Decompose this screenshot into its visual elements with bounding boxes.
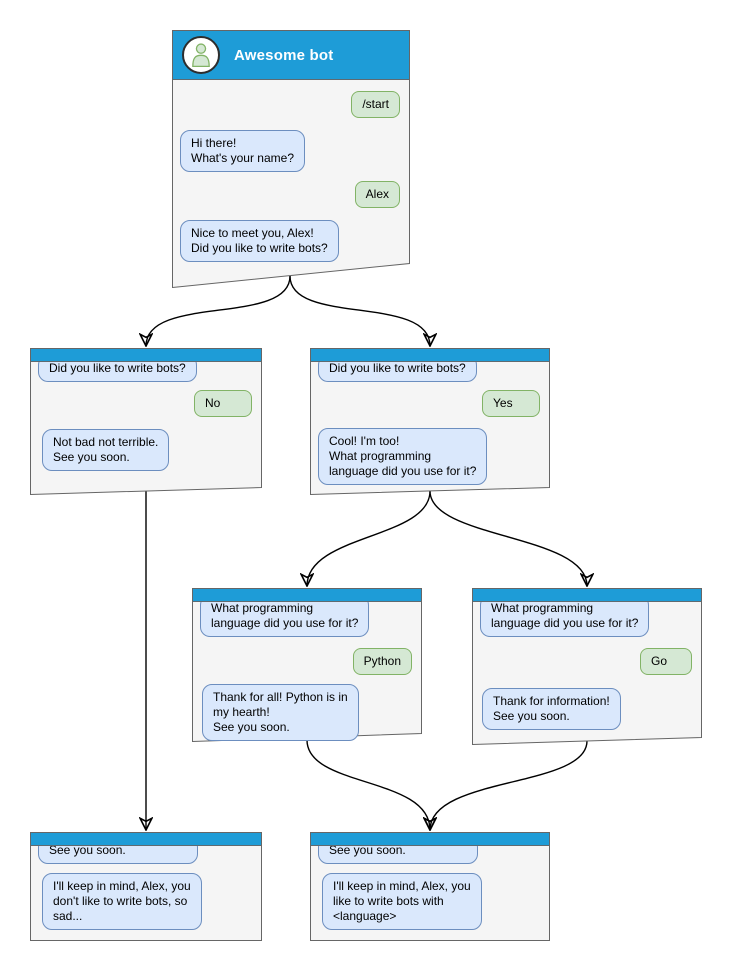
window-titlebar	[193, 589, 421, 602]
bot-message-bubble: What programming language did you use fo…	[480, 595, 650, 637]
window-titlebar	[31, 833, 261, 846]
user-message-bubble: Yes	[482, 390, 540, 417]
window-titlebar: Awesome bot	[173, 31, 409, 80]
chat-window-branch-yes: Did you like to write bots? Yes Cool! I'…	[310, 348, 550, 495]
window-titlebar	[311, 833, 549, 846]
user-message-bubble: Alex	[354, 181, 400, 208]
chat-window-python: What programming language did you use fo…	[192, 588, 422, 742]
person-icon	[192, 43, 210, 67]
user-message-bubble: Python	[352, 648, 412, 675]
arrow-go-to-end	[430, 740, 588, 830]
bot-message-bubble: Not bad not terrible. See you soon.	[42, 429, 170, 471]
user-message-bubble: No	[194, 390, 252, 417]
bot-message-bubble: Hi there! What's your name?	[180, 130, 306, 172]
bot-message-bubble: Cool! I'm too! What programming language…	[318, 428, 488, 485]
bot-message-bubble: I'll keep in mind, Alex, you don't like …	[42, 873, 202, 930]
user-message-bubble: Go	[640, 648, 692, 675]
window-titlebar	[473, 589, 701, 602]
arrow-start-to-yes	[289, 275, 430, 346]
bot-message-bubble: Thank for all! Python is in my hearth! S…	[202, 684, 359, 741]
chat-window-go: What programming language did you use fo…	[472, 588, 702, 745]
arrow-yes-to-go	[429, 490, 587, 586]
window-title: Awesome bot	[234, 46, 334, 64]
chat-window-branch-no: Did you like to write bots? No Not bad n…	[30, 348, 262, 495]
window-titlebar	[311, 349, 549, 362]
arrow-yes-to-python	[307, 490, 431, 586]
chat-window-start: Awesome bot /start Hi there! What's your…	[172, 30, 410, 288]
chat-window-end-no: See you soon. I'll keep in mind, Alex, y…	[30, 832, 262, 941]
bot-message-bubble: Thank for information! See you soon.	[482, 688, 621, 730]
window-titlebar	[31, 349, 261, 362]
arrow-python-to-end	[306, 739, 430, 830]
bot-message-bubble: Nice to meet you, Alex! Did you like to …	[180, 220, 339, 262]
chat-window-end-language: See you soon. I'll keep in mind, Alex, y…	[310, 832, 550, 941]
user-message-bubble: /start	[351, 91, 400, 118]
arrow-start-to-no	[146, 275, 291, 346]
bot-avatar	[182, 36, 220, 74]
bot-message-bubble: I'll keep in mind, Alex, you like to wri…	[322, 873, 482, 930]
